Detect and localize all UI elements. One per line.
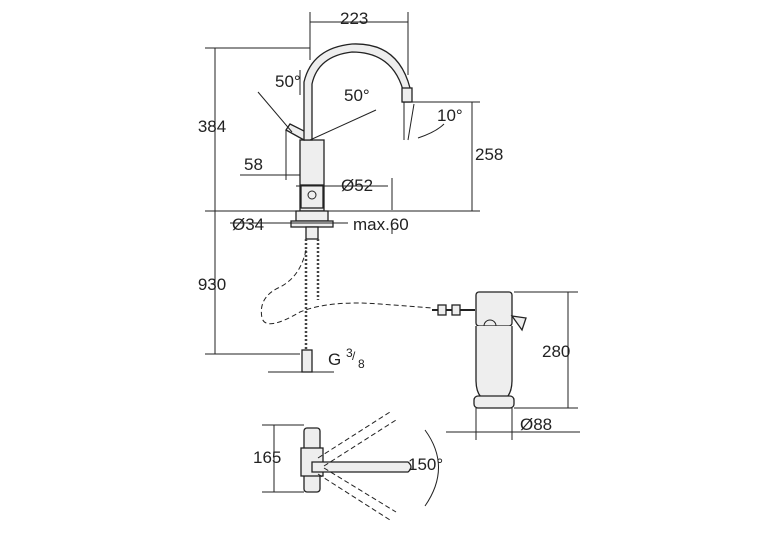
dim-filter-diameter: Ø88 — [520, 415, 552, 434]
dim-filter-height: 280 — [542, 342, 570, 361]
dim-top-view-height: 165 — [253, 448, 281, 467]
dim-hose-length: 930 — [198, 275, 226, 294]
dim-spout-height: 258 — [475, 145, 503, 164]
dim-body-diameter: Ø52 — [341, 176, 373, 195]
dim-thread-denominator: 8 — [358, 357, 365, 371]
dim-swivel-angle: 150° — [408, 455, 443, 474]
dim-angle-lever-left: 50° — [275, 72, 301, 91]
dim-spout-reach: 223 — [340, 9, 368, 28]
dim-spout-tilt: 10° — [437, 106, 463, 125]
dim-angle-lever-right: 50° — [344, 86, 370, 105]
dimension-lines — [205, 12, 580, 493]
dim-max-thickness: max.60 — [353, 215, 409, 234]
faucet-top-view — [300, 411, 439, 521]
dim-thread-prefix: G — [328, 350, 341, 369]
dim-thread-numerator: 3 — [346, 346, 353, 360]
dim-total-height: 384 — [198, 117, 226, 136]
faucet-side-view — [205, 43, 480, 373]
filter-unit — [432, 291, 527, 409]
dim-hole-diameter: Ø34 — [232, 215, 264, 234]
dim-thread-slash: / — [352, 349, 356, 363]
dim-lever-offset: 58 — [244, 155, 263, 174]
